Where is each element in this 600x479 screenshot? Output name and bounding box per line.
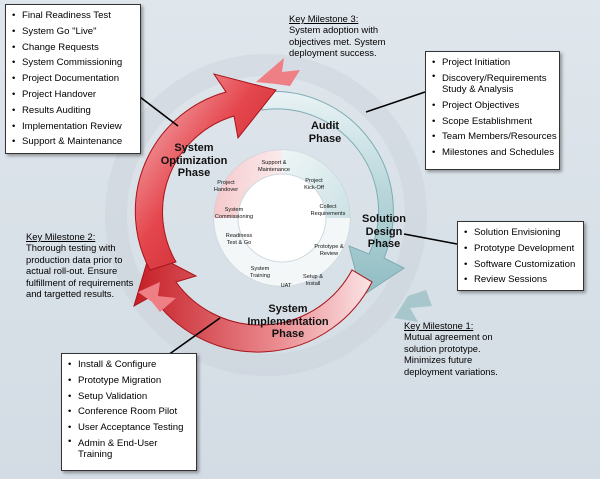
phase-implementation: System Implementation Phase: [247, 303, 329, 340]
task-item: Implementation Review: [12, 119, 134, 135]
inner-bottom-arc: [214, 218, 350, 286]
step-setup: Setup & Install: [303, 274, 323, 287]
task-item: Project Objectives: [432, 98, 553, 114]
implementation-task-list: Install & ConfigurePrototype MigrationSe…: [68, 357, 190, 463]
milestone-3-title: Key Milestone 3:: [289, 13, 359, 24]
milestone-3: Key Milestone 3: System adoption with ob…: [289, 13, 404, 59]
task-item: Prototype Development: [464, 241, 577, 257]
optimization-task-box: Final Readiness TestSystem Go "Live"Chan…: [5, 4, 141, 154]
chevron-left: [138, 282, 176, 312]
task-item: Review Sessions: [464, 272, 577, 288]
step-uat: UAT: [280, 283, 292, 289]
milestone-3-text: System adoption with objectives met. Sys…: [289, 24, 386, 59]
step-collect: Collect Requirements: [310, 204, 346, 217]
step-readiness: Readiness Test & Go: [225, 233, 253, 246]
task-item: Results Auditing: [12, 103, 134, 119]
task-item: Discovery/Requirements Study & Analysis: [432, 71, 553, 98]
phase-audit: Audit Phase: [308, 120, 342, 145]
inner-red-arc: [214, 150, 282, 218]
audit-task-list: Project InitiationDiscovery/Requirements…: [432, 55, 557, 161]
task-item: Install & Configure: [68, 357, 190, 373]
task-item: Support & Maintenance: [12, 134, 134, 150]
milestone-2-text: Thorough testing with production data pr…: [26, 242, 134, 300]
design-task-list: Solution EnvisioningPrototype Developmen…: [464, 225, 577, 288]
chevron-top: [256, 58, 300, 86]
task-item: Project Handover: [12, 87, 134, 103]
shadow-ring: [105, 54, 427, 376]
optimization-arc: [134, 73, 277, 271]
step-prototype: Prototype & Review: [314, 244, 344, 257]
task-item: Conference Room Pilot: [68, 404, 190, 420]
task-item: Change Requests: [12, 40, 134, 56]
task-item: Solution Envisioning: [464, 225, 577, 241]
milestone-2: Key Milestone 2: Thorough testing with p…: [26, 231, 146, 299]
inner-teal-arc: [282, 150, 350, 218]
step-commissioning: System Commissioning: [214, 207, 254, 220]
task-item: Team Members/Resources: [432, 129, 557, 145]
step-kickoff: Project Kick-Off: [304, 178, 324, 191]
implementation-arc: [133, 251, 373, 353]
task-item: Final Readiness Test: [12, 8, 134, 24]
task-item: Software Customization: [464, 257, 577, 273]
design-task-box: Solution EnvisioningPrototype Developmen…: [457, 221, 584, 291]
optimization-task-list: Final Readiness TestSystem Go "Live"Chan…: [12, 8, 134, 150]
task-item: Admin & End-User Training: [68, 436, 190, 463]
task-item: Project Initiation: [432, 55, 553, 71]
task-item: User Acceptance Testing: [68, 420, 190, 436]
task-item: Milestones and Schedules: [432, 145, 554, 161]
task-item: System Commissioning: [12, 55, 134, 71]
milestone-1: Key Milestone 1: Mutual agreement on sol…: [404, 320, 519, 377]
step-training: System Training: [249, 266, 270, 279]
task-item: Setup Validation: [68, 389, 190, 405]
chevron-right: [394, 290, 432, 322]
milestone-1-title: Key Milestone 1:: [404, 320, 474, 331]
task-item: Prototype Migration: [68, 373, 190, 389]
task-item: System Go "Live": [12, 24, 134, 40]
milestone-2-title: Key Milestone 2:: [26, 231, 96, 242]
task-item: Scope Establishment: [432, 114, 553, 130]
phase-solution-design: Solution Design Phase: [362, 213, 406, 250]
audit-task-box: Project InitiationDiscovery/Requirements…: [425, 51, 560, 170]
step-handover: Project Handover: [213, 180, 239, 193]
task-item: Project Documentation: [12, 71, 134, 87]
center-hub: [237, 173, 327, 263]
implementation-task-box: Install & ConfigurePrototype MigrationSe…: [61, 353, 197, 471]
step-support: Support & Maintenance: [257, 160, 291, 173]
phase-optimization: System Optimization Phase: [160, 142, 228, 179]
milestone-1-text: Mutual agreement on solution prototype. …: [404, 331, 498, 377]
